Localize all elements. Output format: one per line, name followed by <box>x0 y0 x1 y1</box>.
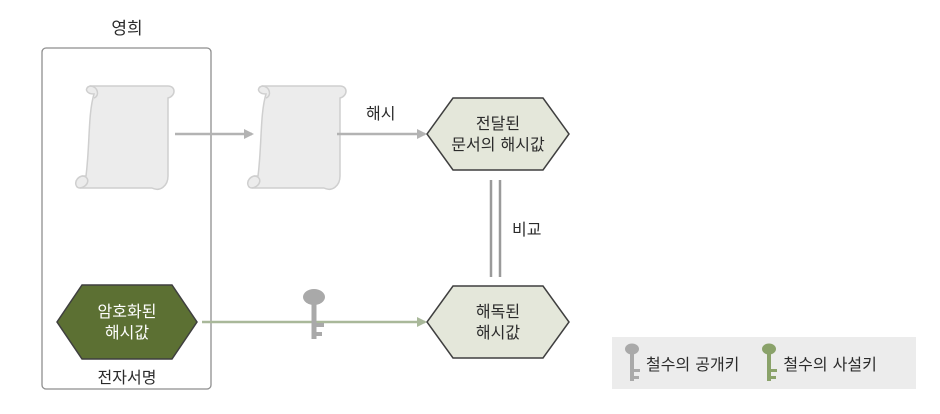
original-document-icon <box>75 85 175 190</box>
decrypted-hash-line1: 해독된 <box>475 302 521 321</box>
gray-key-icon <box>625 343 640 381</box>
sender-label: 영희 <box>111 19 143 39</box>
encrypted-hash-line1: 암호화된 <box>97 302 157 321</box>
key-legend: 철수의 공개키 철수의 사설키 <box>612 337 916 389</box>
transmitted-hash-hexagon <box>426 97 570 171</box>
encrypted-hash-line2: 해시값 <box>104 323 150 342</box>
green-key-icon <box>762 343 778 381</box>
legend-public-key-label: 철수의 공개키 <box>646 355 740 374</box>
received-document-icon <box>247 85 347 190</box>
transmitted-hash-line2: 문서의 해시값 <box>451 135 545 154</box>
transmitted-hash-text: 전달된 문서의 해시값 <box>430 113 566 155</box>
public-key-icon <box>303 289 325 339</box>
hash-label: 해시 <box>366 104 396 123</box>
legend-public-key: 철수의 공개키 <box>624 343 739 383</box>
decrypted-hash-line2: 해시값 <box>475 323 521 342</box>
transmitted-hash-line1: 전달된 <box>475 114 521 133</box>
digital-signature-label: 전자서명 <box>97 368 157 387</box>
legend-private-key-label: 철수의 사설키 <box>783 355 877 374</box>
decrypted-hash-hexagon <box>426 285 570 359</box>
decrypted-hash-text: 해독된 해시값 <box>430 301 566 343</box>
sender-box <box>41 47 212 390</box>
encrypted-hash-text: 암호화된 해시값 <box>60 301 194 343</box>
encrypted-hash-hexagon <box>56 284 198 360</box>
legend-private-key: 철수의 사설키 <box>761 343 877 383</box>
compare-label: 비교 <box>512 220 542 239</box>
